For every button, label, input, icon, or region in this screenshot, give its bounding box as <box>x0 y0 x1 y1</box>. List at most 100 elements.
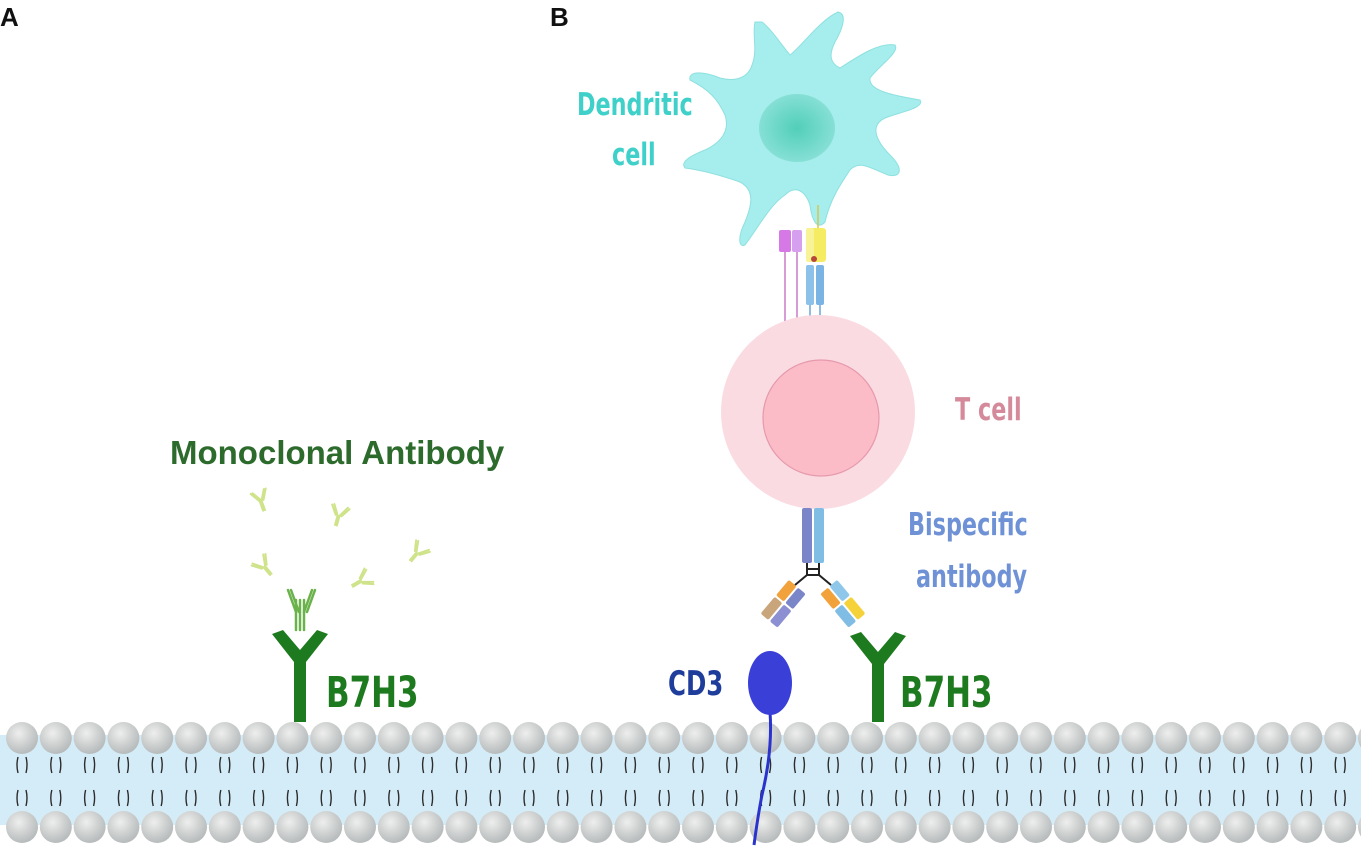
lipid-tail <box>1073 789 1076 807</box>
lipid-tail <box>658 756 661 774</box>
cd3-label: CD3 <box>668 664 724 704</box>
lipid-tail <box>160 789 163 807</box>
lipid-tail <box>1343 756 1346 774</box>
lipid-tail <box>827 756 830 774</box>
lipid-tail <box>1174 789 1177 807</box>
lipid-tail <box>25 789 28 807</box>
lipid-tail <box>895 789 898 807</box>
lipid-head <box>614 811 647 843</box>
lipid-tail <box>1039 789 1042 807</box>
lipid-head <box>546 811 579 843</box>
dendritic-cell-label-line1: Dendritic <box>577 87 693 123</box>
lipid-tail <box>599 756 603 774</box>
lipid-head <box>1290 811 1323 843</box>
lipid-tail <box>633 789 637 807</box>
lipid-tail <box>532 756 535 774</box>
lipid-tail <box>126 789 130 807</box>
lipid-head <box>479 811 512 843</box>
lipid-tail <box>836 789 839 807</box>
lipid-tail <box>1140 756 1144 774</box>
lipid-head <box>1324 811 1357 843</box>
lipid-tail <box>397 756 400 774</box>
lipid-tail <box>1233 756 1236 774</box>
lipid-head <box>546 722 579 754</box>
panel-a-label: A <box>0 2 19 32</box>
lipid-tail <box>25 756 28 774</box>
free-antibody <box>249 487 267 512</box>
lipid-tail <box>397 789 400 807</box>
lipid-tail <box>870 756 873 774</box>
lipid-head <box>1121 722 1154 754</box>
b7h3-receptor-a <box>272 630 328 722</box>
lipid-tail <box>557 789 560 807</box>
lipid-head <box>1121 811 1154 843</box>
lipid-tail <box>726 756 729 774</box>
lipid-head <box>344 722 376 754</box>
lipid-head <box>276 811 309 843</box>
lipid-tail <box>523 789 526 807</box>
lipid-tail <box>329 756 332 774</box>
lipid-tail <box>1233 789 1236 807</box>
lipid-tail <box>904 789 907 807</box>
lipid-tail <box>252 756 256 774</box>
lipid-head <box>1020 811 1052 843</box>
lipid-tail <box>455 756 459 774</box>
lipid-head <box>1189 722 1221 754</box>
lipid-tail <box>836 756 839 774</box>
lipid-head <box>1020 722 1052 754</box>
lipid-tail <box>566 756 569 774</box>
lipid-head <box>141 722 174 754</box>
free-antibody <box>331 503 351 527</box>
lipid-tail <box>498 756 501 774</box>
lipid-tail <box>1097 756 1101 774</box>
lipid-tail <box>1275 756 1279 774</box>
b7h3-label-b: B7H3 <box>900 668 993 718</box>
lipid-tail <box>1242 789 1245 807</box>
dendritic-cell <box>683 11 922 246</box>
lipid-head <box>242 811 275 843</box>
lipid-head <box>952 811 985 843</box>
lipid-head <box>783 722 816 754</box>
lipid-tail <box>971 756 975 774</box>
lipid-tail <box>16 756 19 774</box>
b7h3-label-a: B7H3 <box>326 668 419 718</box>
t-cell-label: T cell <box>955 392 1022 428</box>
lipid-head <box>411 811 444 843</box>
lipid-tail <box>590 756 594 774</box>
lipid-head <box>107 722 140 754</box>
lipid-tail <box>624 789 628 807</box>
lipid-head <box>1053 722 1086 754</box>
lipid-tail <box>633 756 637 774</box>
lipid-head <box>39 722 72 754</box>
lipid-tail <box>996 789 999 807</box>
lipid-tail <box>870 789 873 807</box>
lipid-tail <box>861 789 864 807</box>
lipid-tail <box>117 756 121 774</box>
lipid-tail <box>1242 756 1245 774</box>
free-antibody <box>409 539 431 563</box>
cd3-receptor <box>748 651 792 846</box>
lipid-head <box>986 811 1019 843</box>
t-cell <box>721 315 915 509</box>
lipid-tail <box>1334 756 1337 774</box>
lipid-head <box>141 811 174 843</box>
lipid-tail <box>759 756 763 774</box>
lipid-tail <box>92 756 96 774</box>
lipid-tail <box>1266 789 1270 807</box>
lipid-head <box>1222 722 1255 754</box>
lipid-tail <box>624 756 628 774</box>
lipid-tail <box>1005 756 1008 774</box>
lipid-head <box>580 811 613 843</box>
lipid-tail <box>523 756 526 774</box>
lipid-tail <box>464 789 468 807</box>
lipid-tail <box>667 756 670 774</box>
lipid-head <box>6 722 38 754</box>
lipid-head <box>242 722 275 754</box>
lipid-tail <box>252 789 256 807</box>
lipid-tail <box>962 756 966 774</box>
lipid-tail <box>1208 789 1211 807</box>
lipid-tail <box>1208 756 1211 774</box>
lipid-tail <box>126 756 130 774</box>
lipid-head <box>918 811 951 843</box>
lipid-tail <box>937 756 941 774</box>
